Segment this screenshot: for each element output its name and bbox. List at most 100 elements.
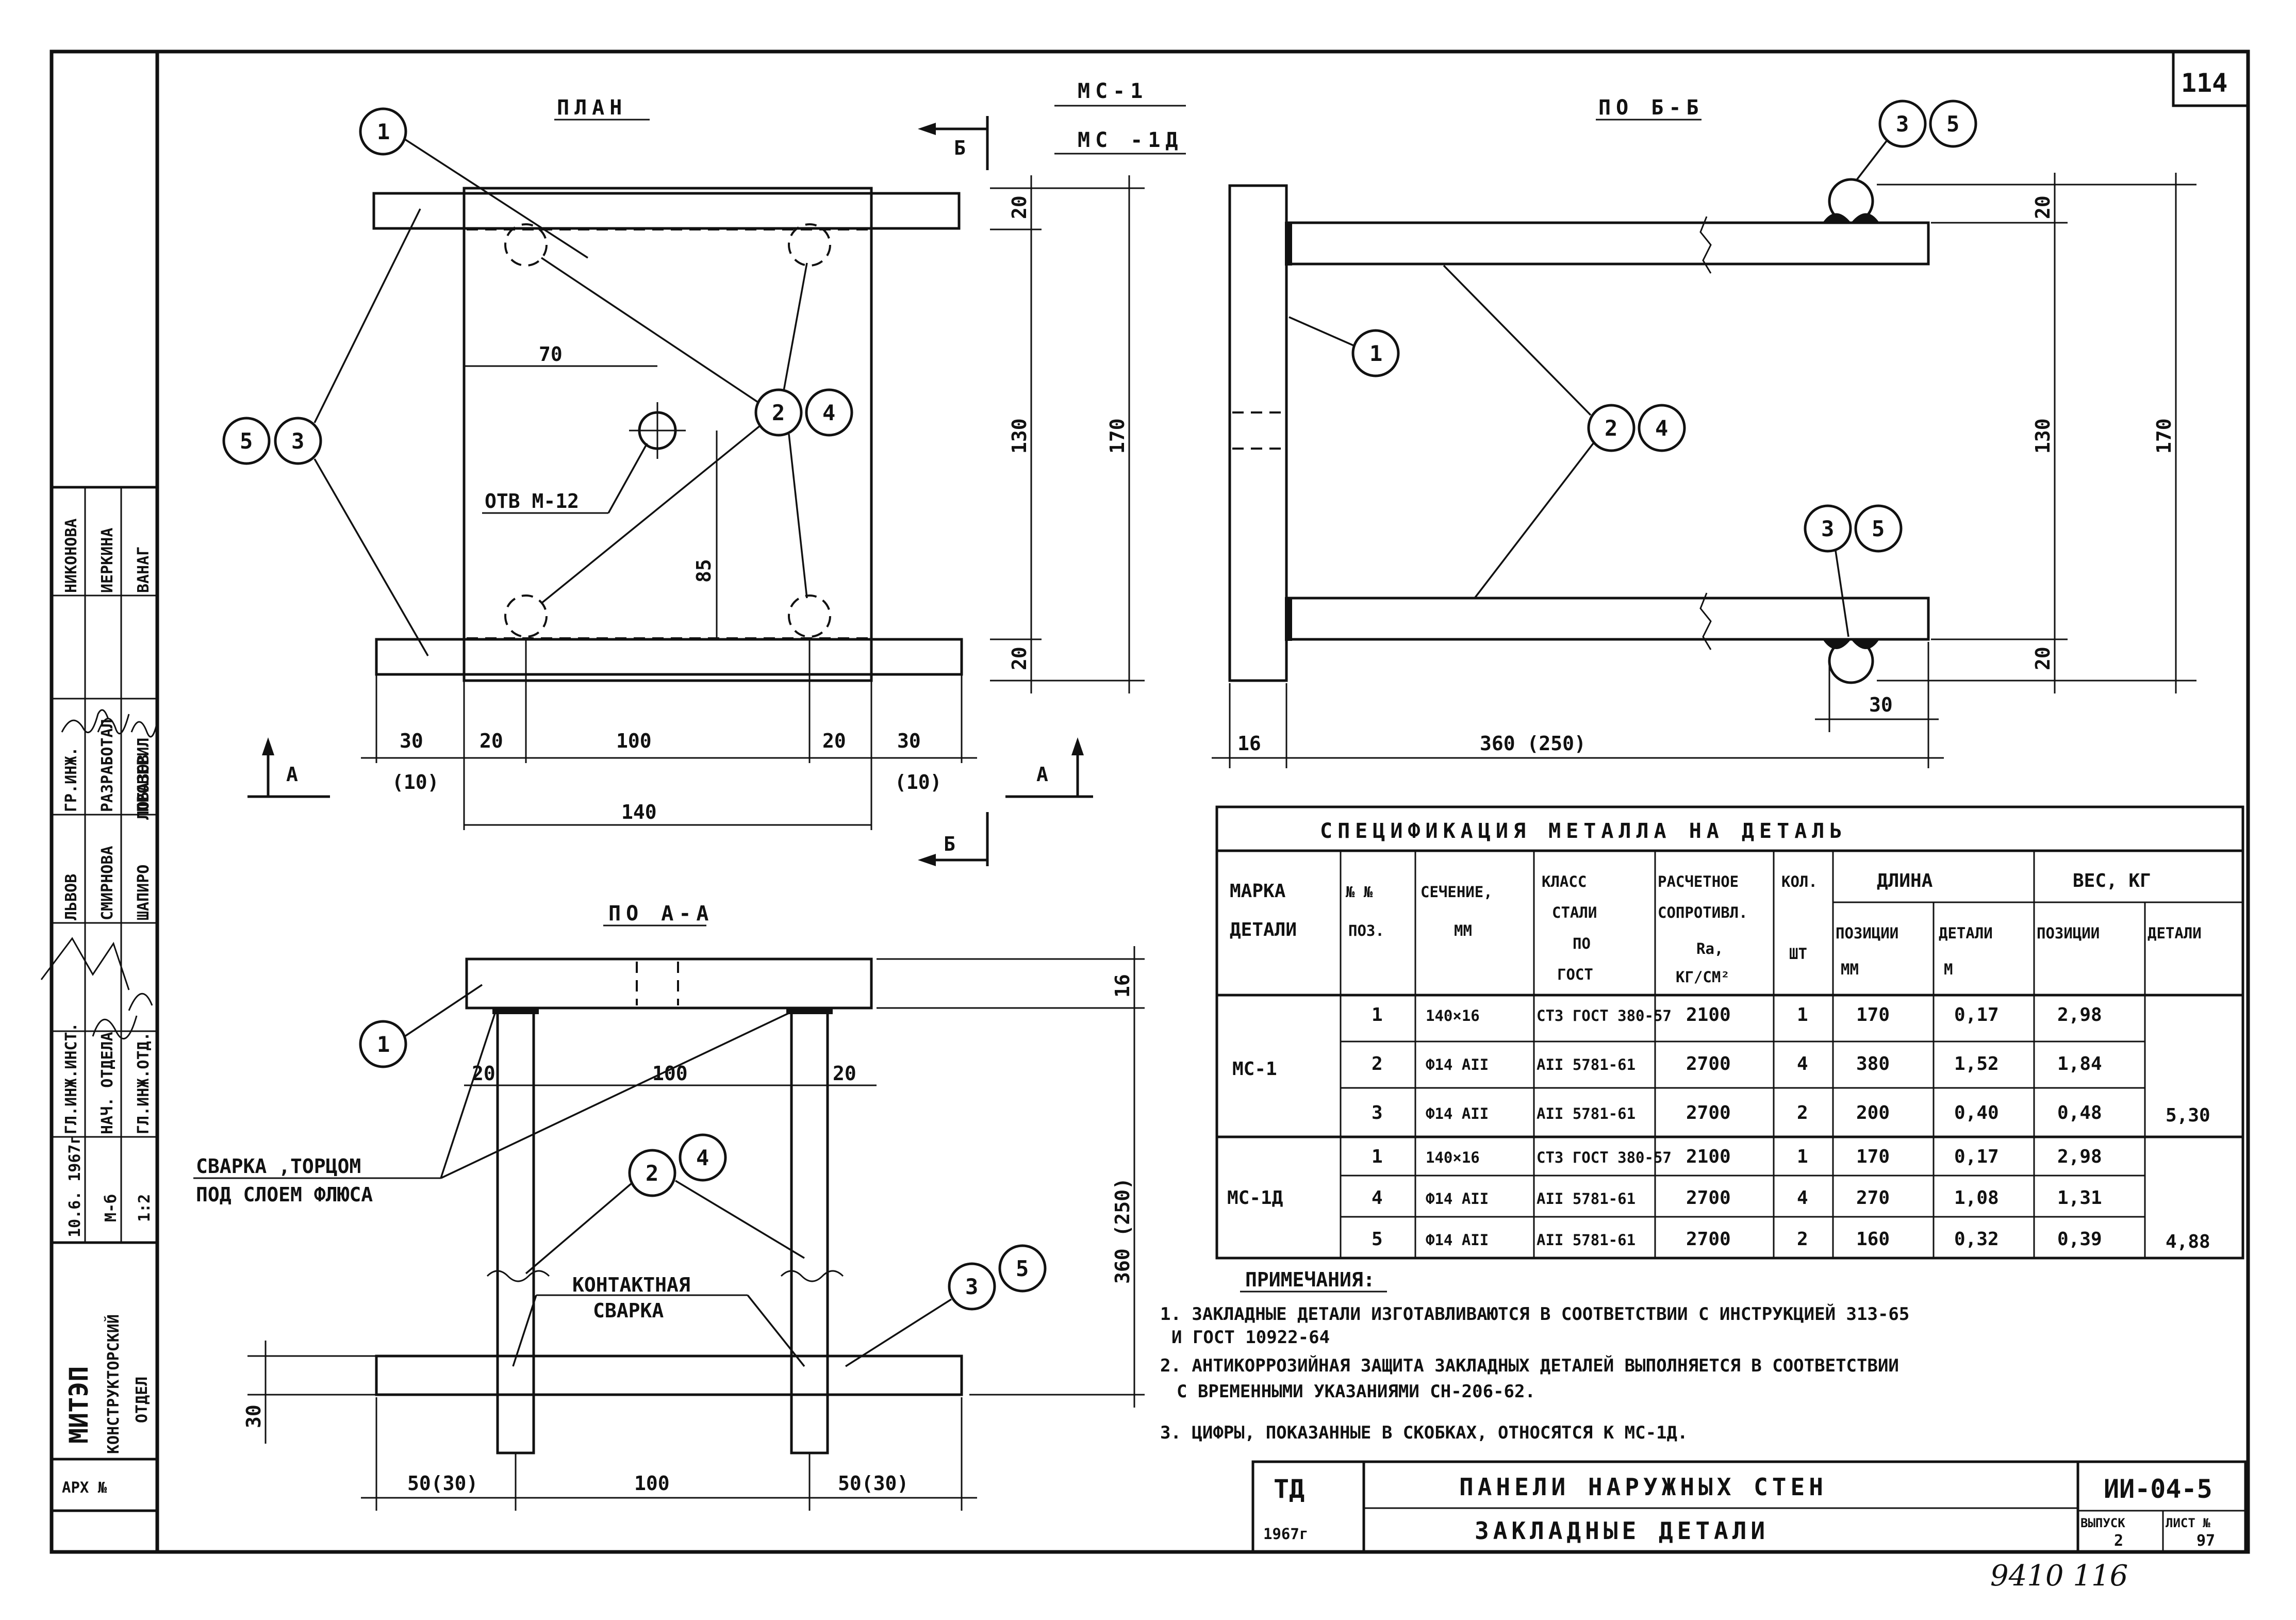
spec-g1-row-3: 3 Ф14 АII АII 5781-61 2700 2 200 0,40 0,… (1372, 1102, 2102, 1123)
spec-cell: Ф14 АII (1426, 1056, 1489, 1073)
spec-cell: 1 (1372, 1004, 1383, 1026)
spec-h-len-pos-2: ММ (1841, 961, 1859, 978)
section-aa-dim-360: 360 (250) (1111, 1178, 1134, 1284)
spec-h-wt-pos: ПОЗИЦИИ (2037, 924, 2100, 942)
section-aa-weld-end-line1: СВАРКА ,ТОРЦОМ (196, 1155, 361, 1178)
title-block: ТД 1967г ПАНЕЛИ НАРУЖНЫХ СТЕН ЗАКЛАДНЫЕ … (1251, 1460, 2247, 1553)
section-bb-weld-top (1285, 222, 1292, 266)
section-aa-weld-leader-right (440, 1012, 789, 1179)
spec-cell: 170 (1856, 1146, 1890, 1167)
stamp-dept-2: ОТДЕЛ (133, 1377, 151, 1423)
stamp-role-3: ПРОВЕРИЛ (135, 738, 153, 813)
sheet-number-box (2172, 50, 2250, 107)
section-aa-dim-100-bottom: 100 (634, 1472, 670, 1495)
spec-cell: 0,17 (1954, 1146, 1999, 1167)
section-aa-callout-3-circle (948, 1262, 996, 1311)
title-block-sheet: 97 (2196, 1532, 2215, 1550)
signature-3 (130, 721, 158, 738)
section-aa-dim-50-left: 50(30) (407, 1472, 478, 1495)
spec-table: СПЕЦИФИКАЦИЯ МЕТАЛЛА НА ДЕТАЛЬ МАРКА ДЕТ… (1215, 805, 2244, 1260)
spec-g2-row-2: 4 Ф14 АII АII 5781-61 2700 4 270 1,08 1,… (1372, 1187, 2102, 1209)
stamp-role-2: РАЗРАБОТАЛ (98, 719, 117, 812)
spec-cell: 200 (1856, 1102, 1890, 1123)
plan-callout-3-circle (274, 417, 322, 465)
title-block-year: 1967г (1263, 1525, 1308, 1543)
section-bb-rdim-20-bottom: 20 (2031, 647, 2054, 670)
spec-h-mark-1: МАРКА (1230, 881, 1286, 902)
spec-cell: 0,17 (1954, 1004, 1999, 1026)
spec-h-res-4: КГ/СМ² (1676, 968, 1730, 986)
spec-h-mark-2: ДЕТАЛИ (1230, 919, 1297, 940)
plan-stud-br (788, 594, 831, 638)
signature-4 (40, 937, 130, 990)
spec-cell: 2700 (1686, 1229, 1731, 1250)
section-bb-bottom-bar (1285, 597, 1930, 641)
sheet-number: 114 (2181, 68, 2227, 98)
notes-2a: 2. АНТИКОРРОЗИЙНАЯ ЗАЩИТА ЗАКЛАДНЫХ ДЕТА… (1160, 1355, 1899, 1376)
section-bb-top-bar (1285, 221, 1930, 266)
plan-callout-1: 1 (377, 119, 390, 144)
spec-cell: 2 (1372, 1053, 1383, 1075)
plan-callout-2-circle (754, 388, 803, 437)
stamp-org: МИТЭП (64, 1366, 94, 1444)
plan-stud-tr (788, 223, 831, 267)
plan-hole-label: ОТВ М-12 (485, 490, 579, 513)
section-bb-callout-m3-circle (1804, 504, 1852, 553)
spec-g1-total: 5,30 (2166, 1105, 2210, 1126)
spec-cell: 2 (1797, 1229, 1808, 1250)
plan-callout-4: 4 (822, 400, 835, 425)
section-aa-dim-20-left: 20 (472, 1062, 495, 1085)
plan-rdim-20-bottom: 20 (1008, 647, 1031, 670)
section-bb-dim-30: 30 (1869, 693, 1893, 716)
spec-cell: 2700 (1686, 1102, 1731, 1123)
spec-cell: 2100 (1686, 1146, 1731, 1167)
section-bb-callout-m5: 5 (1872, 516, 1885, 541)
signature-2 (97, 714, 130, 735)
plan-callout-2: 2 (772, 400, 785, 425)
section-aa-callout-5-circle (998, 1244, 1047, 1293)
plan-rdim-130: 130 (1008, 418, 1031, 454)
spec-g2-row-3: 5 Ф14 АII АII 5781-61 2700 2 160 0,32 0,… (1372, 1229, 2102, 1250)
plan-plate (462, 187, 873, 682)
spec-cell: АII 5781-61 (1537, 1190, 1636, 1208)
notes-1a: 1. ЗАКЛАДНЫЕ ДЕТАЛИ ИЗГОТАВЛИВАЮТСЯ В СО… (1160, 1303, 1909, 1325)
spec-cell: 170 (1856, 1004, 1890, 1026)
handwritten-number: 9410 116 (1990, 1559, 2128, 1593)
spec-h-cls-2: СТАЛИ (1552, 904, 1597, 921)
stamp-name-6: ШАПИРО (135, 865, 153, 920)
plan-rdim-20-top: 20 (1008, 195, 1031, 219)
section-aa-callout-4-circle (679, 1133, 727, 1182)
section-aa-callout-1: 1 (377, 1032, 390, 1057)
section-bb-leader-m3 (1835, 550, 1849, 637)
section-bb-callout-t3: 3 (1896, 111, 1909, 137)
spec-cell: 1,08 (1954, 1187, 1999, 1209)
spec-cell: 5 (1372, 1229, 1383, 1250)
section-aa-dim-100: 100 (652, 1062, 688, 1085)
section-bb-dim-360: 360 (250) (1480, 732, 1586, 755)
spec-h-wt: ВЕС, КГ (2073, 870, 2151, 891)
plan-sec-a-left-label: А (286, 763, 298, 786)
plan-stud-tl (504, 223, 548, 267)
spec-h-len-det-2: М (1944, 961, 1953, 978)
section-bb-callout-2: 2 (1605, 416, 1617, 441)
spec-h-pos-1: № № (1346, 883, 1373, 901)
stamp-scale-label: М-б (102, 1194, 120, 1222)
spec-g2-row-1: 1 140×16 СТ3 ГОСТ 380-57 2100 1 170 0,17… (1372, 1146, 2102, 1167)
plan-sec-b-top-arrowhead (918, 123, 936, 135)
notes-1b: И ГОСТ 10922-64 (1171, 1327, 1330, 1348)
section-bb-title: ПО Б-Б (1598, 96, 1704, 120)
section-bb-callout-t5-circle (1929, 100, 1977, 148)
section-aa-plate (465, 957, 873, 1010)
section-aa-callout-4: 4 (696, 1145, 709, 1170)
spec-cell: 2,98 (2057, 1146, 2102, 1167)
section-aa-contact-leader-left (512, 1295, 537, 1367)
spec-cell: 140×16 (1426, 1149, 1480, 1166)
plan-dim-20-b: 20 (822, 730, 846, 752)
section-aa-leader-2a (525, 1182, 633, 1275)
spec-cell: 2700 (1686, 1053, 1731, 1075)
plan-sec-b-bot-arrowhead (918, 854, 936, 866)
spec-g1-row-1: 1 140×16 СТ3 ГОСТ 380-57 2100 1 170 0,17… (1372, 1004, 2102, 1026)
spec-cell: 4 (1797, 1187, 1808, 1209)
title-block-issue-label: ВЫПУСК (2080, 1516, 2125, 1530)
